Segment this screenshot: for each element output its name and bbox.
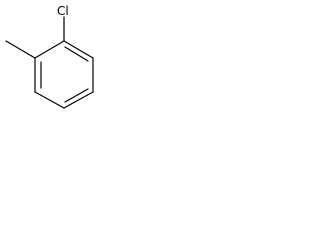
inner-double-bond-c1-c2 [64,46,89,62]
benzene-ring [34,40,94,109]
inner-double-bond-c3-c4 [64,88,89,103]
ring-bond-c1-c2 [63,40,94,59]
ring-bond-c3-c4 [63,91,94,109]
chemical-structure-diagram: Cl [5,4,94,109]
chlorine-atom-label: Cl [57,4,69,18]
ring-bond-c4-c5 [34,91,65,109]
ring-bond-c6-c1 [34,40,65,59]
methyl-bond [5,40,36,59]
